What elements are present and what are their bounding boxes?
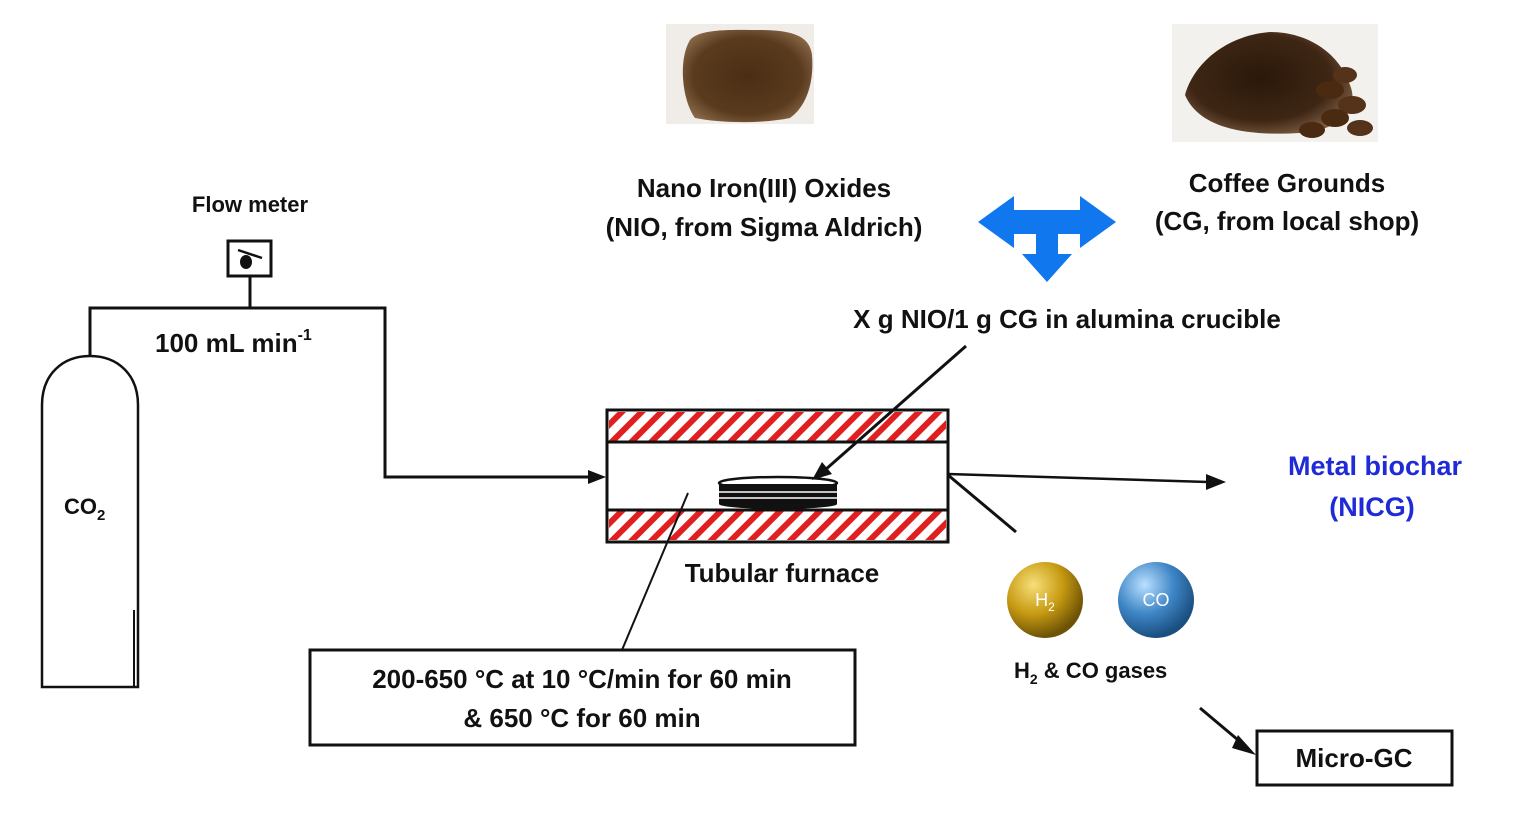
conditions-pointer: [621, 492, 689, 651]
gases-label: H2 & CO gases: [1014, 658, 1167, 687]
crucible-pointer-head-icon: [812, 462, 832, 480]
nio-title: Nano Iron(III) Oxides: [637, 173, 891, 203]
flow-meter-label: Flow meter: [192, 192, 309, 217]
micro-gc-box: [1255, 729, 1454, 787]
furnace-label: Tubular furnace: [685, 558, 880, 588]
conditions-line2: & 650 °C for 60 min: [463, 703, 700, 733]
h2-sphere-icon: [1007, 562, 1083, 638]
co-sphere-icon: [1118, 562, 1194, 638]
coffee-grounds-image: [1172, 24, 1378, 142]
cg-source: (CG, from local shop): [1155, 206, 1419, 236]
analyzer-arrowhead-icon: [1232, 735, 1256, 755]
product-title: Metal biochar: [1288, 451, 1463, 481]
conditions-line1: 200-650 °C at 10 °C/min for 60 min: [372, 664, 792, 694]
crucible-pointer: [824, 344, 967, 472]
co-sphere-label: CO: [1143, 590, 1170, 610]
flow-rate-label: 100 mL min-1: [155, 327, 312, 358]
gas-line: [88, 276, 592, 479]
mixture-label: X g NIO/1 g CG in alumina crucible: [853, 304, 1281, 334]
iron-oxide-powder-image: [666, 24, 814, 124]
co2-label: CO2: [64, 494, 105, 524]
tubular-furnace: [605, 408, 950, 544]
product-arrow: [947, 472, 1209, 484]
gas-outlet-line: [947, 473, 1017, 534]
co2-cylinder: [40, 354, 140, 689]
mixing-arrow-icon: [978, 196, 1116, 282]
alumina-crucible: [717, 475, 839, 509]
h2-sphere-label: H2: [1035, 590, 1055, 614]
product-code: (NICG): [1329, 492, 1414, 522]
cg-title: Coffee Grounds: [1189, 168, 1385, 198]
product-arrowhead-icon: [1206, 474, 1226, 490]
nio-source: (NIO, from Sigma Aldrich): [606, 212, 923, 242]
conditions-box: [308, 648, 857, 747]
micro-gc-label: Micro-GC: [1296, 743, 1413, 773]
inlet-arrowhead-icon: [588, 470, 606, 484]
flow-meter-icon: [226, 239, 273, 278]
